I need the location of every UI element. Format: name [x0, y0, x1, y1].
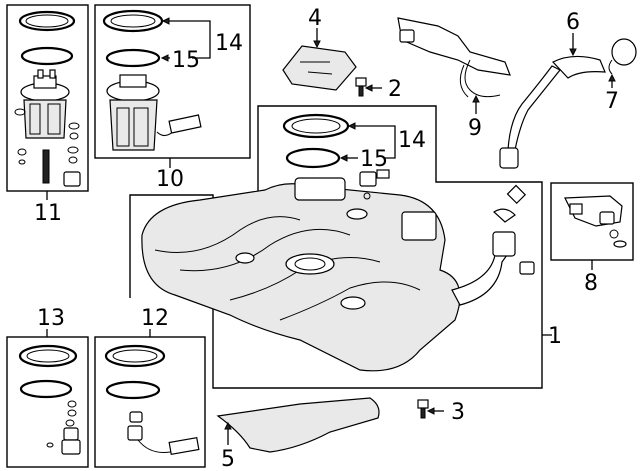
callout-15-tank: 15	[360, 147, 388, 172]
callout-5: 5	[221, 447, 235, 471]
sender-kit-13	[18, 344, 81, 455]
callout-4: 4	[308, 6, 322, 31]
callout-15-box10: 15	[172, 48, 200, 73]
filler-neck-6	[499, 55, 606, 169]
bracket-4-detail	[300, 61, 333, 75]
callout-10: 10	[156, 167, 184, 192]
callout-11: 11	[34, 201, 62, 226]
fuel-cap-7	[608, 38, 637, 75]
leader-lines	[46, 17, 616, 445]
fuel-tank-1	[141, 113, 535, 372]
fuel-pump-kit-11	[14, 10, 81, 187]
canister-8	[564, 195, 627, 248]
callout-3: 3	[451, 400, 465, 425]
bolt-2	[355, 77, 367, 97]
callout-14-tank: 14	[398, 128, 426, 153]
bolt-3	[417, 399, 429, 419]
callout-8: 8	[584, 271, 598, 296]
box-1	[129, 105, 543, 389]
vent-pipe-9	[397, 17, 511, 98]
sender-assembly-12	[104, 344, 200, 456]
bracket-4	[282, 45, 357, 91]
heat-shield-5	[216, 397, 380, 453]
callout-1: 1	[548, 324, 562, 349]
box-10	[94, 4, 251, 159]
callout-14-box10: 14	[215, 31, 243, 56]
callout-2: 2	[388, 77, 402, 102]
callout-6: 6	[566, 10, 580, 35]
callout-12: 12	[141, 306, 169, 331]
callout-13: 13	[37, 306, 65, 331]
callout-7: 7	[605, 89, 619, 114]
callout-9: 9	[468, 116, 482, 141]
fuel-pump-assembly-10	[102, 9, 202, 151]
